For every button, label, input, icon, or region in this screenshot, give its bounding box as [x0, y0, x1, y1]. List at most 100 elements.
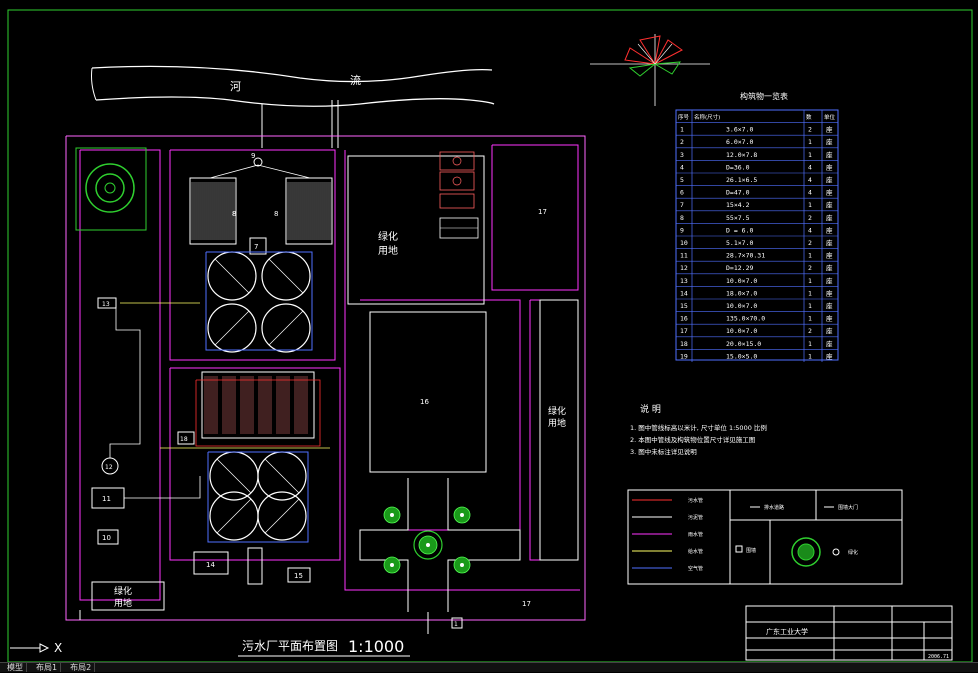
table-cell-r4-c2: 4 — [808, 163, 812, 171]
green-land-center-line2: 用地 — [378, 244, 398, 257]
legend-item-2: 污泥管 — [688, 514, 703, 521]
table-cell-r2-c1: 6.0×7.0 — [726, 138, 753, 146]
table-cell-r8-c1: 55×7.5 — [726, 214, 750, 222]
table-cell-r12-c1: D=12.29 — [726, 264, 753, 272]
title-block-school: 广东工业大学 — [766, 627, 808, 636]
site-boundary-wall — [65, 135, 586, 621]
tree-4 — [453, 556, 471, 574]
table-cell-r14-c2: 1 — [808, 289, 812, 297]
unit-14 — [193, 551, 229, 575]
table-cell-r18-c3: 座 — [826, 339, 833, 348]
label-12: 12 — [105, 464, 113, 471]
table-cell-r1-c0: 1 — [680, 126, 684, 134]
tab-layout2[interactable]: 布局2 — [67, 663, 96, 672]
table-header-2: 数 — [806, 113, 812, 121]
river-label-1: 河 — [230, 80, 241, 93]
road-e — [529, 299, 579, 561]
garden-circle-inner — [95, 173, 125, 203]
table-cell-r9-c1: D = 6.0 — [726, 226, 753, 234]
pipe-white-11 — [124, 476, 201, 499]
table-cell-r10-c1: 5.1×7.0 — [726, 239, 753, 247]
table-cell-r19-c3: 座 — [826, 351, 833, 360]
unit-6-clarifiers — [205, 251, 313, 353]
table-cell-r3-c2: 1 — [808, 151, 812, 159]
table-cell-r15-c1: 10.0×7.0 — [726, 302, 757, 310]
garden-circle-outer — [85, 163, 135, 213]
unit-16 — [369, 311, 487, 473]
pipe-white-west — [109, 303, 141, 458]
table-cell-r19-c1: 15.0×5.0 — [726, 352, 757, 360]
table-cell-r10-c3: 座 — [826, 238, 833, 247]
tree-3 — [383, 556, 401, 574]
label-1: 1 — [454, 621, 458, 628]
table-cell-r16-c0: 16 — [680, 315, 688, 323]
legend-item-4: 给水管 — [688, 548, 703, 555]
unit-8-tanks — [189, 177, 333, 245]
table-cell-r2-c0: 2 — [680, 138, 684, 146]
sports-courts — [439, 151, 479, 239]
table-cell-r13-c1: 10.0×7.0 — [726, 277, 757, 285]
label-9: 9 — [251, 152, 255, 160]
label-8a: 8 — [232, 210, 236, 218]
road-north-block — [169, 149, 336, 361]
table-cell-r14-c0: 14 — [680, 289, 688, 297]
table-cell-r6-c2: 4 — [808, 189, 812, 197]
river-bank-south — [95, 96, 495, 107]
label-15: 15 — [294, 572, 303, 580]
river-label-2: 流 — [350, 73, 361, 87]
table-cell-r6-c0: 6 — [680, 189, 684, 197]
ucs-label: X — [54, 641, 62, 655]
table-cell-r5-c1: 26.1×6.5 — [726, 176, 757, 184]
label-17a: 17 — [538, 208, 547, 216]
structures-table-title: 构筑物一览表 — [740, 91, 788, 101]
title-block: 广东工业大学 2006.71 — [745, 605, 953, 661]
table-cell-r13-c3: 座 — [826, 276, 833, 285]
table-cell-r17-c1: 10.0×7.0 — [726, 327, 757, 335]
green-land-sw — [91, 581, 165, 611]
ucs-arrow — [39, 643, 50, 653]
tab-model[interactable]: 模型 — [4, 663, 27, 672]
legend-item-5: 空气管 — [688, 565, 703, 572]
table-cell-r3-c0: 3 — [680, 151, 684, 159]
note-2: 2. 本图中管线及构筑物位置尺寸详见施工图 — [630, 435, 755, 444]
table-cell-r2-c2: 1 — [808, 138, 812, 146]
table-cell-r1-c3: 座 — [826, 125, 833, 134]
table-header-0: 序号 — [678, 113, 690, 121]
road-west — [79, 149, 161, 601]
table-cell-r8-c2: 2 — [808, 214, 812, 222]
pipe-unit9 — [209, 164, 311, 179]
road-east — [344, 150, 580, 591]
drawing-scale: 1:1000 — [348, 637, 404, 656]
table-cell-r17-c2: 2 — [808, 327, 812, 335]
unit-10 — [97, 529, 119, 545]
trees — [383, 506, 471, 574]
table-cell-r7-c3: 座 — [826, 200, 833, 209]
table-cell-r11-c1: 28.7×70.31 — [726, 252, 765, 260]
table-cell-r1-c1: 3.6×7.0 — [726, 126, 753, 134]
table-cell-r19-c0: 19 — [680, 352, 688, 360]
label-17b: 17 — [522, 600, 531, 608]
note-3: 3. 图中未标注详见说明 — [630, 447, 697, 456]
table-cell-r7-c1: 15×4.2 — [726, 201, 750, 209]
table-cell-r16-c2: 1 — [808, 315, 812, 323]
tab-layout1[interactable]: 布局1 — [33, 663, 62, 672]
green-land-sw-line1: 绿化 — [114, 585, 132, 597]
label-14: 14 — [206, 561, 215, 569]
table-cell-r5-c3: 座 — [826, 175, 833, 184]
table-cell-r6-c3: 座 — [826, 188, 833, 197]
table-cell-r7-c0: 7 — [680, 201, 684, 209]
table-cell-r14-c1: 18.0×7.0 — [726, 289, 757, 297]
table-cell-r14-c3: 座 — [826, 288, 833, 297]
unit-9-marker — [253, 157, 263, 167]
table-cell-r4-c0: 4 — [680, 163, 684, 171]
green-land-sw-line2: 用地 — [114, 597, 132, 609]
legend-item-3: 雨水管 — [688, 531, 703, 538]
label-16: 16 — [420, 398, 429, 406]
table-cell-r13-c0: 13 — [680, 277, 688, 285]
table-cell-r19-c2: 1 — [808, 352, 812, 360]
table-cell-r5-c2: 4 — [808, 176, 812, 184]
green-land-east — [539, 299, 579, 561]
table-cell-r15-c0: 15 — [680, 302, 688, 310]
